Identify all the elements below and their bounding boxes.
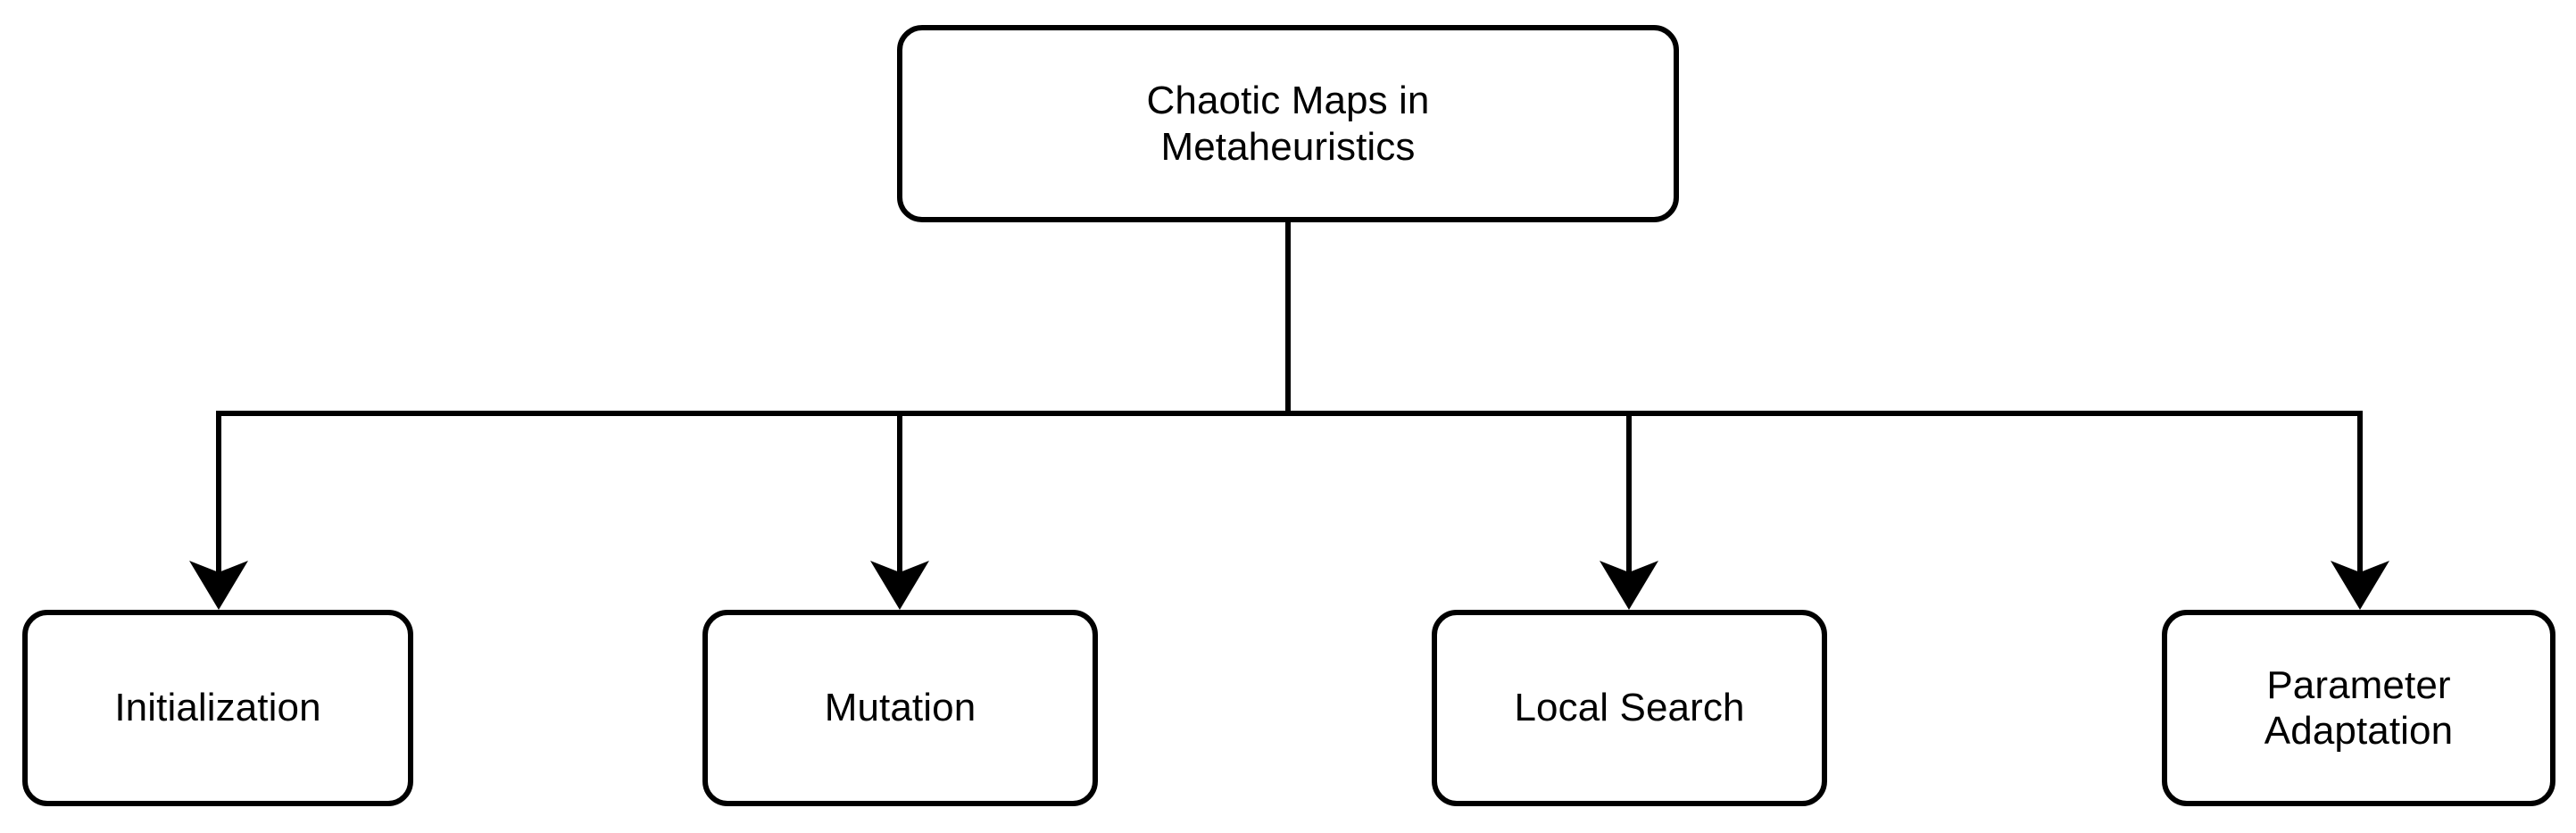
- node-mutation[interactable]: Mutation: [702, 610, 1098, 806]
- arrowhead-mutation: [870, 561, 929, 610]
- node-label-initialization: Initialization: [114, 686, 321, 730]
- node-local-search[interactable]: Local Search: [1432, 610, 1827, 806]
- arrowhead-local-search: [1600, 561, 1658, 610]
- arrowhead-parameter-adaptation: [2331, 561, 2389, 610]
- node-label-local-search: Local Search: [1514, 686, 1745, 730]
- arrowhead-initialization: [189, 561, 248, 610]
- node-label-parameter-adaptation: Parameter Adaptation: [2264, 662, 2454, 753]
- node-initialization[interactable]: Initialization: [22, 610, 413, 806]
- node-label-root: Chaotic Maps in Metaheuristics: [1146, 79, 1430, 169]
- node-label-mutation: Mutation: [824, 686, 976, 730]
- node-parameter-adaptation[interactable]: Parameter Adaptation: [2162, 610, 2555, 806]
- node-chaotic-maps-in-metaheuristics[interactable]: Chaotic Maps in Metaheuristics: [897, 25, 1679, 222]
